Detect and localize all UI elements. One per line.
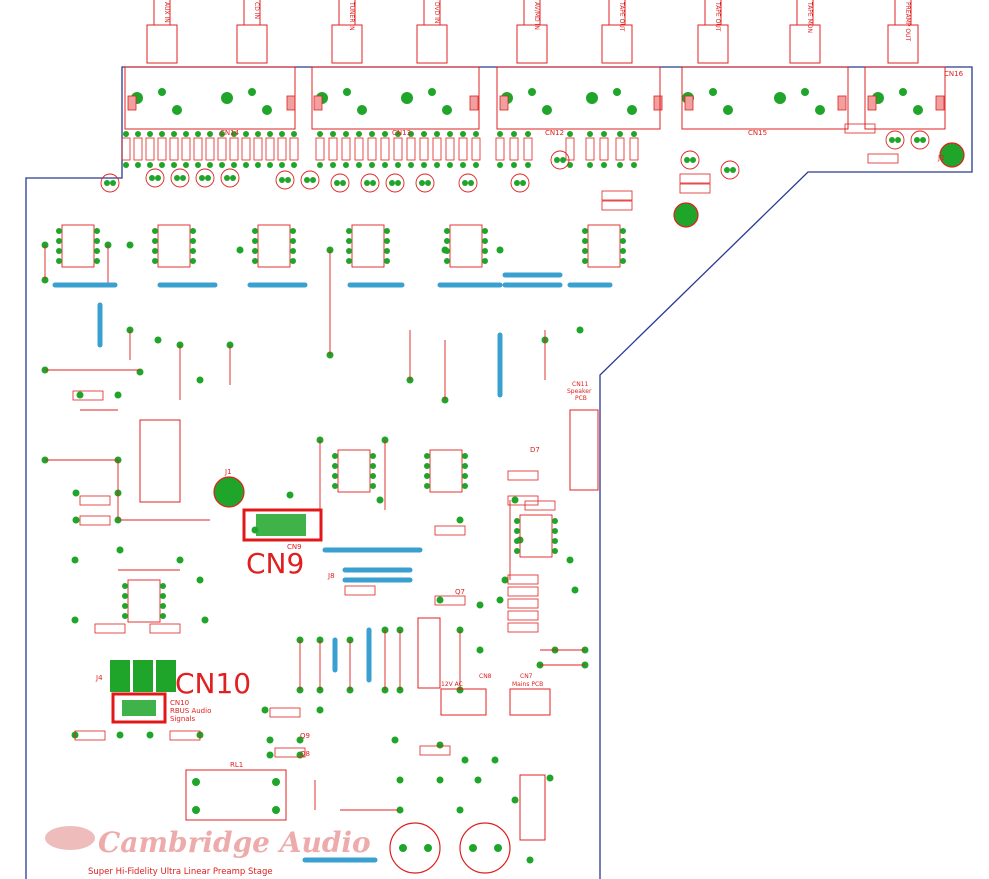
input-jack-8: TAPE MON [774, 0, 825, 115]
ic-outline [346, 224, 390, 268]
j4-j3-pads [110, 660, 176, 692]
input-jack-5: AV/MD IN [501, 0, 552, 115]
link-traces [52, 272, 613, 863]
input-jack-row: AUX IN CD IN TUNER IN DVD IN AV/MD IN TAPE OU… [127, 0, 945, 115]
svg-text:CN10: CN10 [170, 699, 189, 707]
input-jack-4: DVD IN [401, 0, 452, 115]
cn7-connector: CN7 Mains PCB [509, 673, 551, 716]
svg-text:Mains PCB: Mains PCB [512, 681, 543, 688]
svg-text:CN9: CN9 [287, 543, 302, 551]
input-jack-label: AUX IN [163, 2, 170, 23]
q7-label: Q7 [455, 588, 465, 596]
input-jack-1: AUX IN [131, 0, 182, 115]
j2-label: J2 [937, 154, 945, 162]
input-jack-label: TAPE OUT [714, 1, 721, 32]
ic-outline [424, 449, 468, 493]
top-connector-labels: CN14 CN13 CN12 CN15 CN16 J2 J1 J8 J4 J3 … [95, 70, 964, 758]
ic-outline [582, 224, 626, 268]
cn9-connector[interactable]: CN9 [242, 508, 323, 551]
svg-text:12V AC: 12V AC [441, 681, 463, 688]
ic-outline [56, 224, 100, 268]
big-capacitors [213, 142, 965, 874]
component-pads [41, 123, 899, 864]
cn9-callout-label: CN9 [246, 547, 304, 580]
input-jack-3: TUNER IN [316, 0, 367, 115]
svg-text:PCB: PCB [575, 395, 587, 402]
cn15-label: CN15 [748, 129, 767, 137]
ic-outline [332, 449, 376, 493]
svg-text:Signals: Signals [170, 715, 196, 723]
svg-text:CN11: CN11 [572, 381, 588, 388]
resistor-array-row [100, 130, 930, 193]
svg-text:Speaker: Speaker [567, 388, 592, 395]
ic-outline [514, 514, 558, 558]
svg-text:CN8: CN8 [479, 673, 492, 680]
q8-label: Q8 [300, 750, 310, 758]
svg-text:RBUS Audio: RBUS Audio [170, 707, 211, 715]
board-outline [25, 66, 973, 879]
relay-rl1: RL1 [185, 761, 287, 821]
rl1-label: RL1 [230, 761, 243, 769]
q9-label: Q9 [300, 732, 310, 740]
ic-outline [152, 224, 196, 268]
input-jack-6: TAPE OUT [586, 0, 637, 115]
d7-label: D7 [530, 446, 540, 454]
j8-label: J8 [327, 572, 335, 580]
cn12-label: CN12 [545, 129, 564, 137]
input-jack-label: TUNER IN [348, 1, 355, 31]
cn11-speaker-connector: CN11 Speaker PCB [567, 381, 599, 491]
ic-outline [444, 224, 488, 268]
cn10-callout-label: CN10 [175, 667, 251, 700]
ic-outline [122, 579, 166, 623]
input-jack-9: PREAMP OUT [872, 0, 923, 115]
input-jack-label: TAPE MON [806, 1, 813, 33]
input-jack-label: TAPE OUT [618, 1, 625, 32]
input-jack-label: AV/MD IN [533, 2, 540, 30]
ic-outline [252, 224, 296, 268]
ic-outlines [56, 224, 626, 623]
cn8-connector: CN8 12V AC [440, 673, 492, 716]
input-jack-label: DVD IN [433, 2, 440, 23]
brand-logo: Cambridge Audio [45, 826, 371, 859]
cn16-label: CN16 [944, 70, 964, 78]
input-jack-label: PREAMP OUT [904, 2, 911, 41]
board-tagline: Super Hi-Fidelity Ultra Linear Preamp St… [88, 867, 273, 877]
cn13-label: CN13 [392, 129, 411, 137]
input-jack-label: CD IN [253, 2, 260, 19]
svg-text:Cambridge Audio: Cambridge Audio [98, 826, 371, 859]
input-jack-2: CD IN [221, 0, 272, 115]
j4-label: J4 [95, 674, 103, 682]
cn14-label: CN14 [220, 129, 240, 137]
svg-text:CN7: CN7 [520, 673, 533, 680]
j1-label: J1 [224, 468, 232, 476]
cn10-connector[interactable]: CN10 RBUS Audio Signals [111, 692, 211, 724]
top-connector-blocks [124, 66, 946, 130]
